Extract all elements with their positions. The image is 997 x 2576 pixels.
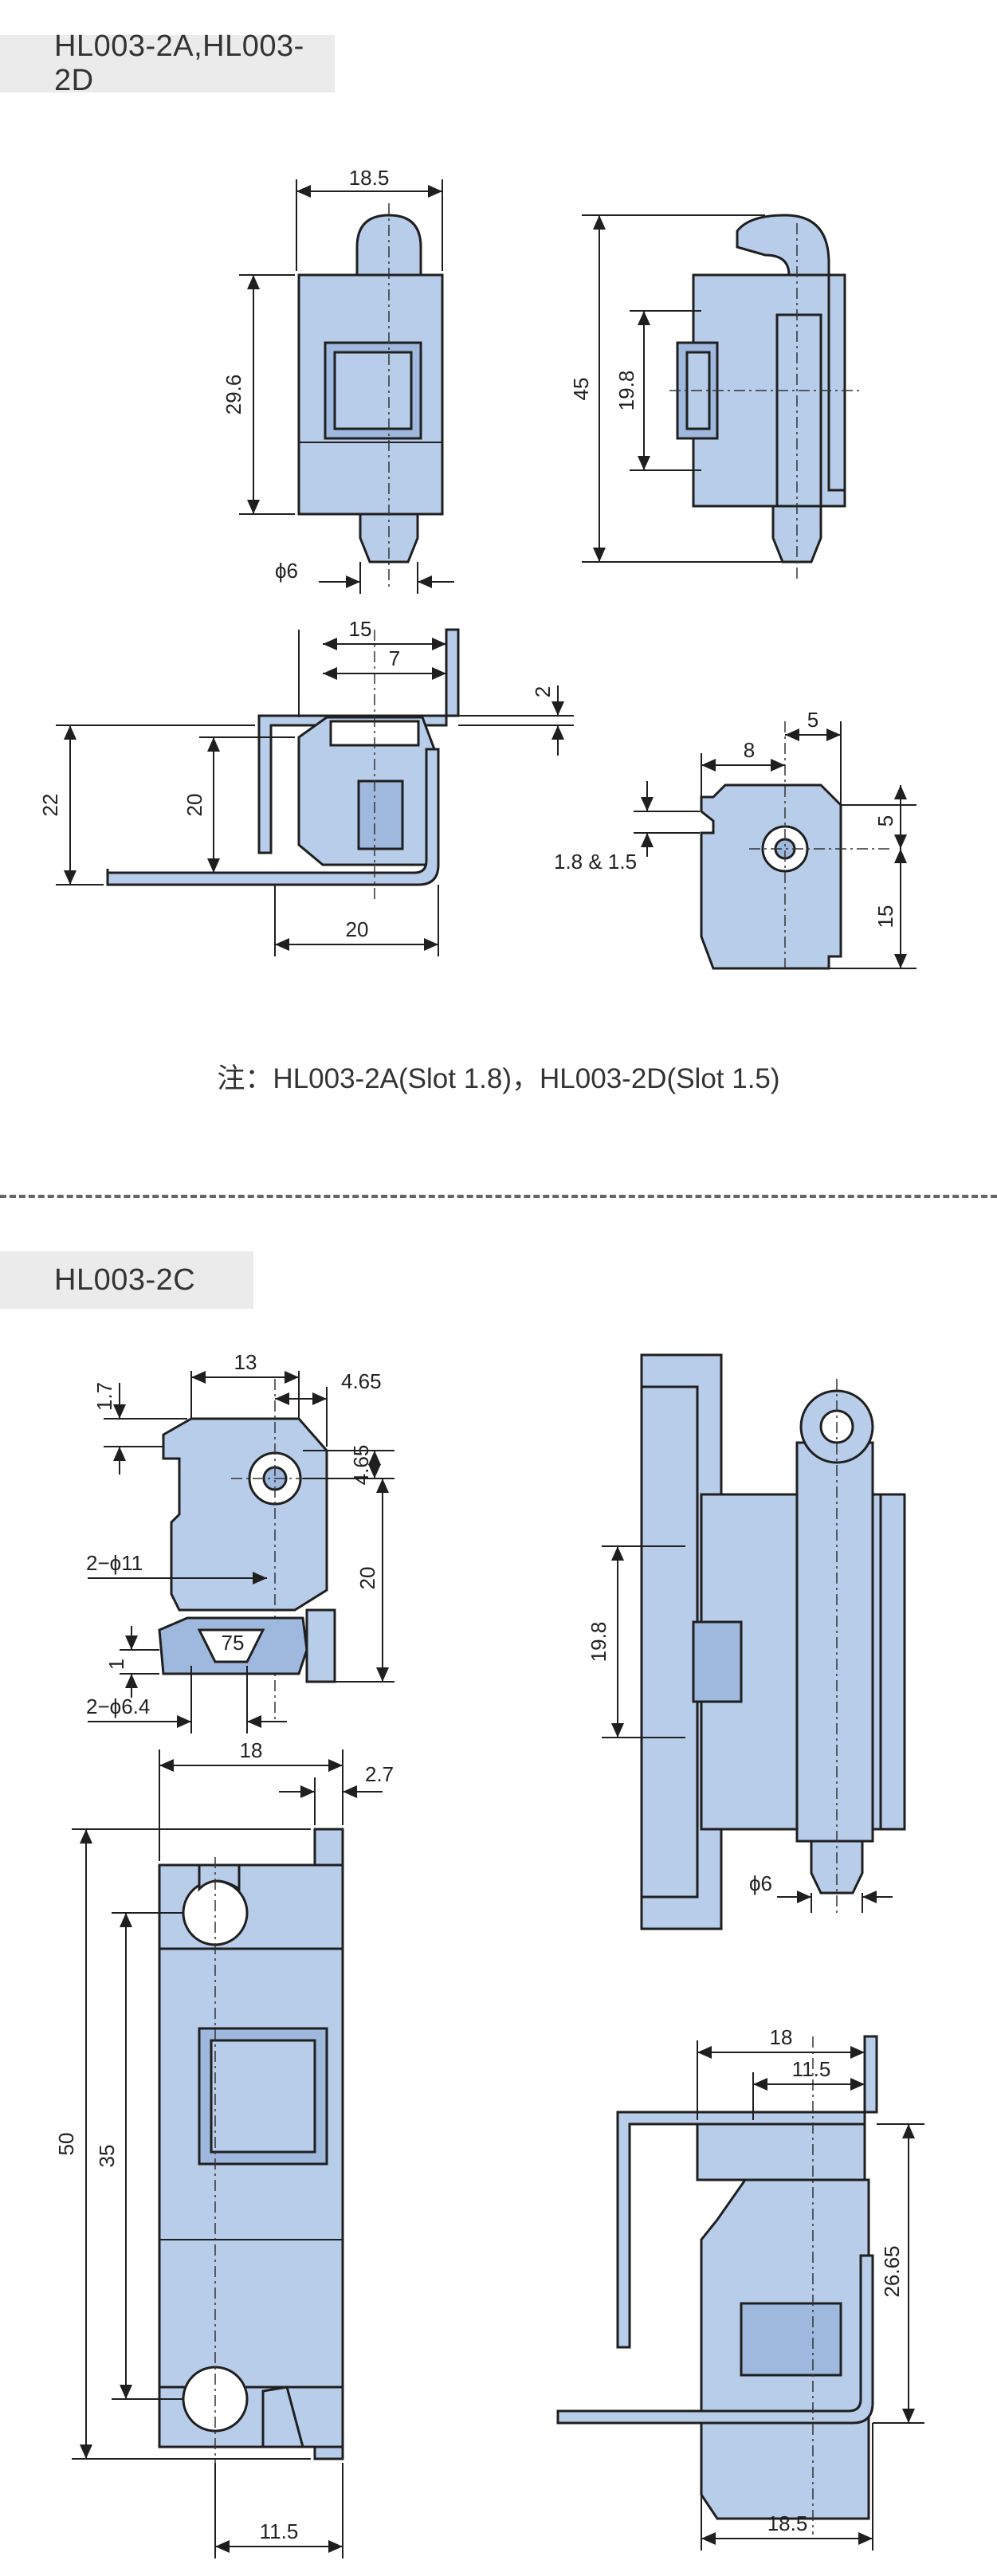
dim-c-angle-75: 75 <box>222 1631 245 1655</box>
dim-a-height-total: 45 <box>569 378 593 401</box>
dim-a-side-20v: 20 <box>183 794 206 817</box>
dim-c-br-18: 18 <box>770 2025 793 2049</box>
note-text: 注：HL003-2A(Slot 1.8)，HL003-2D(Slot 1.5) <box>217 1063 780 1094</box>
dim-a-slot-height: 19.8 <box>614 371 638 411</box>
section-title-hl003-2a-2d: HL003-2A,HL003-2D <box>0 29 335 97</box>
section-title-text: HL003-2C <box>54 1262 196 1297</box>
dim-c-thk-1: 1 <box>104 1659 128 1670</box>
dim-a-side-7: 7 <box>389 646 400 670</box>
dim-a-pin-dia: ϕ6 <box>275 559 298 583</box>
dim-a-side-20h: 20 <box>346 917 369 941</box>
dim-c-hole-6-4: 2−ϕ6.4 <box>86 1694 150 1718</box>
dim-a-end-5-top: 5 <box>807 708 818 732</box>
c-bent-view: 18 11.5 26.65 18.5 <box>556 2025 924 2550</box>
dim-c-flange-2-7: 2.7 <box>365 1762 394 1786</box>
dim-a-end-5-right: 5 <box>873 815 897 827</box>
dim-c-height-20: 20 <box>355 1567 379 1590</box>
dim-c-top-4-65b: 4.65 <box>349 1445 373 1486</box>
section-divider <box>0 1195 997 1198</box>
dim-a-slot-options: 1.8 & 1.5 <box>554 850 637 874</box>
a-front-view: 18.5 29.6 ϕ6 <box>222 166 454 594</box>
dim-c-width-18: 18 <box>240 1738 263 1762</box>
dim-c-br-26-65: 26.65 <box>880 2245 904 2297</box>
dim-c-top-1-7: 1.7 <box>92 1382 116 1411</box>
dim-c-top-13: 13 <box>234 1350 257 1374</box>
dim-c-br-11-5: 11.5 <box>792 2057 831 2081</box>
dim-a-end-15: 15 <box>873 905 897 929</box>
a-side-view: 45 19.8 <box>569 214 861 582</box>
dim-a-height-body: 29.6 <box>222 375 245 415</box>
c-front-view: 18 2.7 50 35 11.5 <box>54 1738 394 2558</box>
dim-a-side-15: 15 <box>349 617 372 641</box>
dim-a-side-2: 2 <box>531 686 555 697</box>
dim-c-side-19-8: 19.8 <box>587 1622 610 1663</box>
section-title-text: HL003-2A,HL003-2D <box>54 29 304 97</box>
dim-c-height-35: 35 <box>95 2145 119 2168</box>
section-title-hl003-2c: HL003-2C <box>0 1251 253 1309</box>
dim-c-bottom-11-5: 11.5 <box>260 2519 299 2543</box>
dim-c-br-18-5: 18.5 <box>767 2511 808 2535</box>
dim-c-height-50: 50 <box>54 2133 78 2156</box>
dim-c-top-4-65a: 4.65 <box>341 1369 382 1393</box>
a-end-view: 5 8 5 15 1.8 & 1.5 <box>554 708 917 970</box>
dim-c-pin-dia: ϕ6 <box>749 1871 772 1895</box>
dim-a-side-22: 22 <box>38 794 62 817</box>
c-end-view: 13 4.65 1.7 4.65 20 2−ϕ11 75 1 2−ϕ6.4 <box>86 1350 394 1734</box>
c-side-view: 19.8 ϕ6 <box>587 1353 906 1930</box>
dim-c-hole-11: 2−ϕ11 <box>86 1551 143 1575</box>
dim-a-end-8: 8 <box>744 738 755 762</box>
dim-a-width-top: 18.5 <box>349 166 390 190</box>
a-bent-view: 15 7 2 22 20 20 <box>38 617 574 956</box>
